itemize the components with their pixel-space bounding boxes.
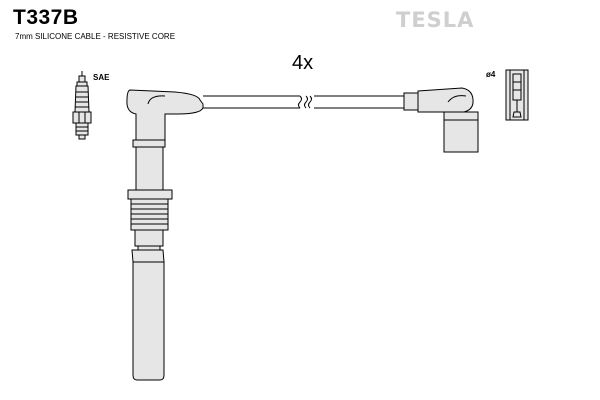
part-code-title: T337B: [13, 6, 79, 29]
quantity-label: 4x: [292, 52, 314, 74]
spark-plug-standard-label: SAE: [93, 73, 110, 82]
terminal-size-label: ø4: [486, 70, 496, 79]
cable-spec-subtitle: 7mm SILICONE CABLE - RESISTIVE CORE: [15, 32, 176, 41]
spark-plug-boot: [126, 89, 204, 381]
coil-boot: [403, 87, 479, 153]
brand-logo: TESLA: [396, 8, 475, 32]
terminal-connector-icon: [505, 69, 529, 121]
spark-plug-icon: [72, 71, 92, 140]
ignition-cable: [203, 95, 404, 109]
